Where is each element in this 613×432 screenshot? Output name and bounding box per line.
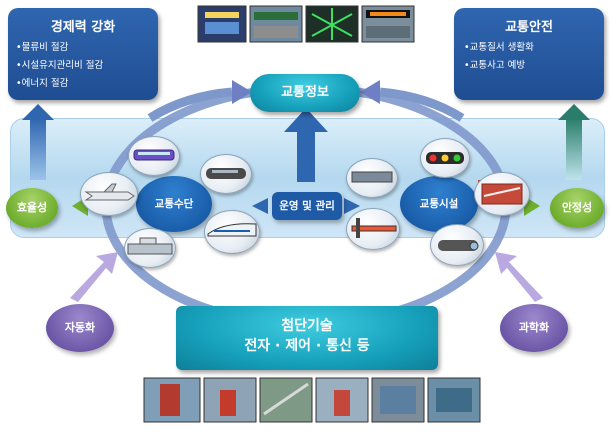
economy-item: •에너지 절감 xyxy=(16,78,69,89)
transport-facilities-node: 교통시설 xyxy=(400,176,478,232)
arrowhead-right-to-info xyxy=(360,80,380,104)
advanced-tech-subtitle: 전자 · 제어 · 통신 등 xyxy=(244,338,370,354)
arrow-automation xyxy=(70,252,118,302)
economy-box-list: •물류비 절감 •시설유지관리비 절감 •에너지 절감 xyxy=(8,35,158,93)
left-up-arrow-head xyxy=(22,104,54,120)
center-up-arrow-head xyxy=(284,108,328,132)
interchange-node xyxy=(474,172,530,216)
safety-box-list: •교통질서 생활화 •교통사고 예방 xyxy=(454,35,604,75)
economy-box-title: 경제력 강화 xyxy=(50,20,116,35)
arrow-science xyxy=(495,252,543,302)
safety-box: 교통안전 •교통질서 생활화 •교통사고 예방 xyxy=(454,8,604,100)
advanced-tech-box: 첨단기술 전자 · 제어 · 통신 등 xyxy=(176,306,438,370)
economy-item: •물류비 절감 xyxy=(16,42,69,53)
airplane-node xyxy=(80,172,138,216)
arrowhead-left-to-info xyxy=(232,80,252,104)
top-photo-strip xyxy=(197,5,415,43)
center-up-arrow-shaft xyxy=(297,130,315,182)
car-node xyxy=(200,154,252,194)
traffic-light-node xyxy=(420,138,470,178)
science-node: 과학화 xyxy=(500,304,568,352)
crossing-node xyxy=(346,208,400,250)
safety-item: •교통사고 예방 xyxy=(464,60,526,71)
transport-means-node: 교통수단 xyxy=(136,176,212,232)
safety-box-title: 교통안전 xyxy=(505,20,553,35)
traffic-info-node: 교통정보 xyxy=(250,74,360,112)
right-up-arrow-head xyxy=(558,104,590,120)
right-up-arrow-shaft xyxy=(566,118,582,180)
advanced-tech-title: 첨단기술 xyxy=(281,318,333,334)
left-up-arrow-shaft xyxy=(30,118,46,180)
arrow-right-to-info xyxy=(379,87,465,122)
arrow-left-to-info xyxy=(147,87,233,122)
tunnel-node xyxy=(346,158,398,198)
arrow-op-left xyxy=(252,198,268,214)
operation-node: 운영 및 관리 xyxy=(272,192,342,220)
safety-item: •교통질서 생활화 xyxy=(464,42,534,53)
bus-node xyxy=(128,136,180,176)
ship-node xyxy=(124,228,176,268)
stability-node: 안정성 xyxy=(550,188,604,228)
automation-node: 자동화 xyxy=(46,304,114,352)
train-node xyxy=(204,210,260,254)
economy-item: •시설유지관리비 절감 xyxy=(16,60,104,71)
economy-box: 경제력 강화 •물류비 절감 •시설유지관리비 절감 •에너지 절감 xyxy=(8,8,158,100)
efficiency-node: 효율성 xyxy=(6,188,58,228)
bottom-photo-strip xyxy=(143,377,481,423)
arrow-op-right xyxy=(344,198,360,214)
camera-node xyxy=(430,224,484,266)
